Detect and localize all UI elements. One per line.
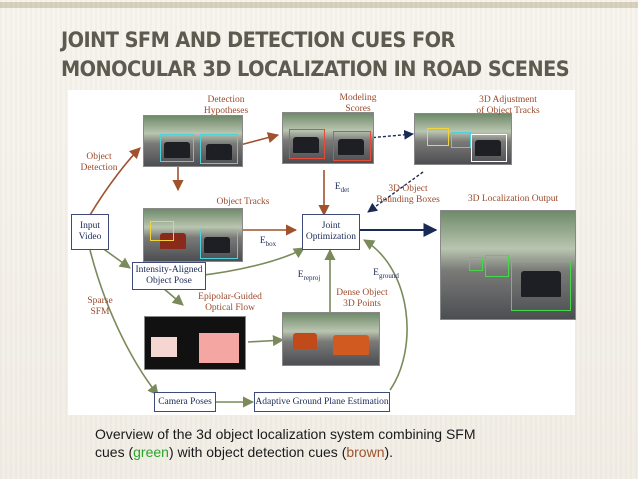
detection-hypotheses-image — [143, 115, 243, 167]
caption-brown-word: brown — [346, 444, 385, 460]
label-3d-adjustment: 3D Adjustment of Object Tracks — [476, 95, 540, 116]
optical-flow-image — [144, 316, 246, 370]
arrow-pose-to-flow — [162, 287, 184, 306]
arrow-adjustment-to-optimization — [367, 171, 424, 213]
object-tracks-image — [143, 208, 243, 262]
label-e-reproj: Ereproj — [297, 270, 321, 282]
camera-poses-box: Camera Poses — [154, 392, 216, 412]
localization-output-image — [440, 210, 576, 320]
arrow-pose-to-optimization — [195, 247, 305, 277]
joint-optimization-box: Joint Optimization — [302, 214, 360, 250]
adjusted-tracks-image — [414, 113, 512, 165]
input-video-box: Input Video — [71, 214, 109, 250]
label-modeling-scores: Modeling Scores — [339, 93, 377, 114]
label-e-det: Edet — [334, 182, 350, 194]
label-localization-output: 3D Localization Output — [467, 194, 559, 204]
arrow-flow-to-points — [247, 334, 285, 347]
label-e-box: Ebox — [259, 236, 277, 248]
figure-caption: Overview of the 3d object localization s… — [95, 426, 476, 460]
label-object-tracks: Object Tracks — [216, 197, 270, 207]
modeling-scores-image — [282, 112, 374, 164]
label-dense-points: Dense Object 3D Points — [336, 288, 388, 309]
ground-plane-estimation-box: Adaptive Ground Plane Estimation — [254, 392, 390, 412]
dense-points-image — [282, 312, 380, 366]
arrow-scores-to-adjustment — [367, 129, 414, 140]
label-object-detection: Object Detection — [80, 152, 118, 173]
arrow-detections-to-scores — [239, 132, 280, 146]
arrow-ground-to-optimization — [363, 239, 408, 391]
label-bounding-boxes: 3D Object Bounding Boxes — [376, 184, 440, 205]
system-diagram: Detection Hypotheses Modeling Scores 3D … — [68, 90, 576, 415]
arrow-input-to-detections — [89, 147, 141, 216]
label-sparse-sfm: Sparse SFM — [87, 296, 113, 317]
slide-title-line-2: MONOCULAR 3D LOCALIZATION IN ROAD SCENES — [61, 57, 570, 81]
intensity-aligned-pose-box: Intensity-Aligned Object Pose — [132, 262, 206, 290]
slide-title-line-1: JOINT SFM AND DETECTION CUES FOR — [61, 28, 455, 52]
caption-green-word: green — [133, 444, 169, 460]
label-e-ground: Eground — [373, 268, 399, 280]
label-optical-flow: Epipolar-Guided Optical Flow — [198, 292, 262, 313]
top-stripe — [0, 2, 638, 8]
label-detection-hypotheses: Detection Hypotheses — [203, 95, 249, 116]
arrow-input-to-camera-poses — [89, 249, 159, 396]
